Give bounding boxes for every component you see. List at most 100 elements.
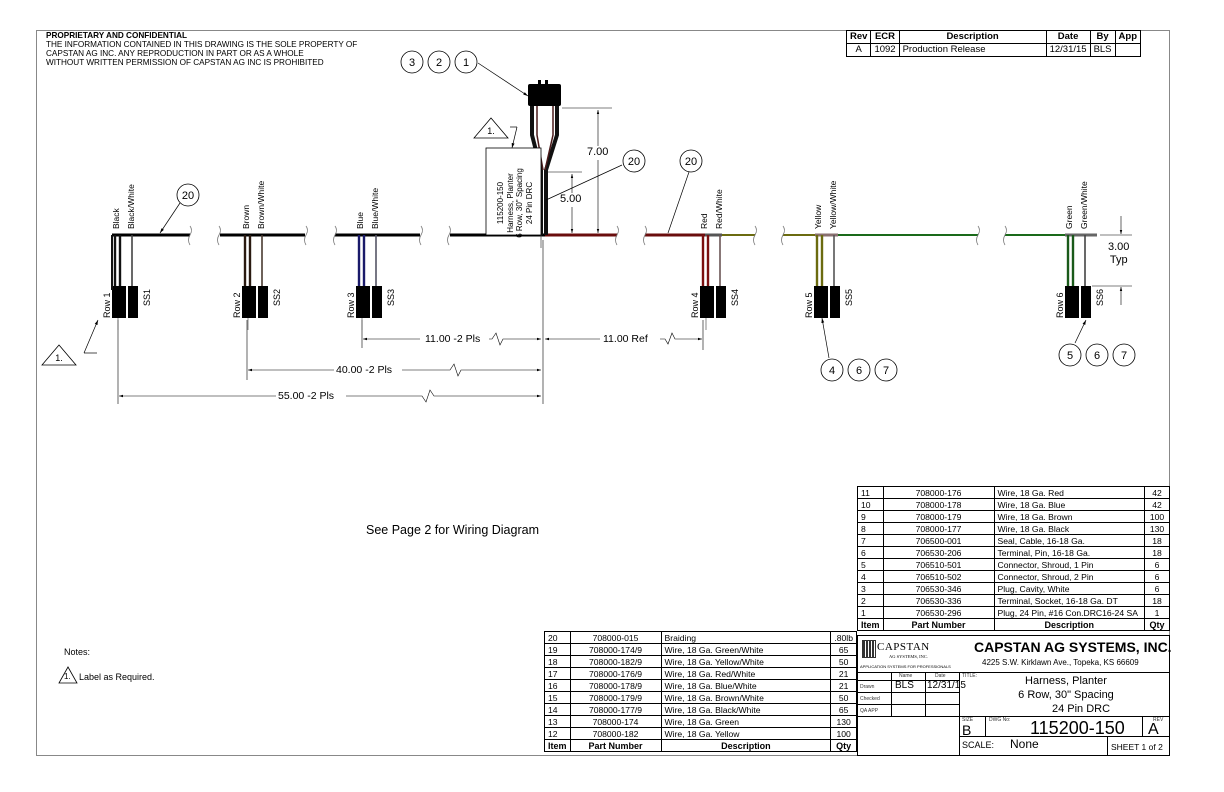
see-page-note: See Page 2 for Wiring Diagram <box>366 523 539 537</box>
description: Wire, 18 Ga. Green/White <box>660 643 832 656</box>
dim-11-ref: 11.00 Ref <box>603 333 648 345</box>
wire-label: Blue <box>355 212 365 229</box>
item-balloon-number: 7 <box>1121 350 1127 362</box>
item-balloon-number: 7 <box>883 365 889 377</box>
harness-label-line: Harness, Planter <box>505 173 515 233</box>
rev-cell: A <box>845 43 872 57</box>
quantity: 100 <box>830 727 857 740</box>
row-label: Row 6 <box>1055 292 1065 318</box>
quantity: 130 <box>830 715 857 728</box>
part-number: 708000-179 <box>882 510 995 523</box>
quantity: 100 <box>1144 510 1170 523</box>
item-balloon-number: 2 <box>436 57 442 69</box>
wire-label: Blue/White <box>370 188 380 229</box>
description-header: Description <box>660 739 832 752</box>
quantity: 1 <box>1144 606 1170 619</box>
item-number: 12 <box>544 727 571 740</box>
braid-balloon: 20 <box>622 149 646 173</box>
logo-name: CAPSTAN <box>877 641 930 653</box>
description-header: Description <box>993 618 1146 631</box>
typical-dimension-typ: Typ <box>1109 254 1128 266</box>
part-number: 706530-346 <box>882 582 995 595</box>
description: Plug, 24 Pin, #16 Con.DRC16-24 SA <box>993 606 1146 619</box>
ss-label: SS6 <box>1095 289 1105 306</box>
checked-label: Checked <box>860 696 880 702</box>
description: Terminal, Socket, 16-18 Ga. DT <box>993 594 1146 607</box>
ss-connector <box>1081 286 1091 318</box>
ss-label: SS4 <box>730 289 740 306</box>
title-label: TITLE: <box>962 673 978 679</box>
quantity: 50 <box>830 655 857 668</box>
qty-header: Qty <box>830 739 857 752</box>
part-number: 706530-296 <box>882 606 995 619</box>
quantity: 42 <box>1144 486 1170 499</box>
item-header: Item <box>544 739 571 752</box>
row-connector <box>356 286 370 318</box>
name-column-label: Name <box>899 673 913 679</box>
ss-label: SS1 <box>142 289 152 306</box>
quantity: 18 <box>1144 594 1170 607</box>
note-flag-number: 1. <box>55 353 63 363</box>
item-number: 14 <box>544 703 571 716</box>
quantity: 65 <box>830 703 857 716</box>
item-balloon-number: 6 <box>856 365 862 377</box>
description: Wire, 18 Ga. Yellow <box>660 727 832 740</box>
item-balloon: 6 <box>1085 343 1109 367</box>
description: Wire, 18 Ga. Blue/White <box>660 679 832 692</box>
item-balloon: 4 <box>820 358 844 382</box>
part-number-header: Part Number <box>882 618 995 631</box>
description: Plug, Cavity, White <box>993 582 1146 595</box>
note-flag-triangle-icon: 1. <box>473 117 509 139</box>
wire-label: Yellow/White <box>828 180 838 229</box>
part-number: 708000-179/9 <box>569 691 662 704</box>
dimension-7: 7.00 <box>587 146 609 158</box>
part-number: 708000-182/9 <box>569 655 662 668</box>
row-label: Row 2 <box>232 292 242 318</box>
description: Wire, 18 Ga. Green <box>660 715 832 728</box>
quantity: 42 <box>1144 498 1170 511</box>
company-logo: CAPSTAN AG SYSTEMS, INC. APPLICATION SYS… <box>859 637 966 673</box>
note-text: Label as Required. <box>79 672 155 682</box>
quantity: 6 <box>1144 582 1170 595</box>
part-number-header: Part Number <box>569 739 662 752</box>
part-number: 708000-177 <box>882 522 995 535</box>
logo-building-icon <box>862 640 876 658</box>
logo-sub: AG SYSTEMS, INC. <box>889 654 929 659</box>
item-balloon: 2 <box>427 50 451 74</box>
quantity: 18 <box>1144 534 1170 547</box>
item-balloon: 7 <box>874 358 898 382</box>
notes-title: Notes: <box>64 647 91 657</box>
item-number: 4 <box>857 570 884 583</box>
part-number: 706510-502 <box>882 570 995 583</box>
dim-55: 55.00 -2 Pls <box>278 390 335 402</box>
row-connector <box>112 286 126 318</box>
item-balloon: 3 <box>400 50 424 74</box>
item-balloon-number: 1 <box>463 57 469 69</box>
title-line: 24 Pin DRC <box>1051 703 1111 715</box>
row-connector <box>814 286 828 318</box>
part-number: 708000-174 <box>569 715 662 728</box>
item-number: 15 <box>544 691 571 704</box>
ecr-cell: 1092 <box>870 43 900 57</box>
item-balloon: 1 <box>454 50 478 74</box>
drawn-date: 12/31/15 <box>927 680 966 691</box>
part-number: 708000-015 <box>569 631 662 644</box>
row-breakout <box>700 235 726 330</box>
item-number: 11 <box>857 486 884 499</box>
row-breakout <box>112 235 138 330</box>
wire-label: Black <box>111 207 121 229</box>
harness-label-line: 24 Pin DRC <box>524 181 534 225</box>
size-label: SIZE <box>962 717 974 723</box>
rev-value: A <box>1148 721 1159 738</box>
harness-label: 115200-150 Harness, Planter 6 Row, 30" S… <box>491 150 539 238</box>
description: Wire, 18 Ga. Blue <box>993 498 1146 511</box>
item-number: 9 <box>857 510 884 523</box>
date-cell: 12/31/15 <box>1045 43 1091 57</box>
